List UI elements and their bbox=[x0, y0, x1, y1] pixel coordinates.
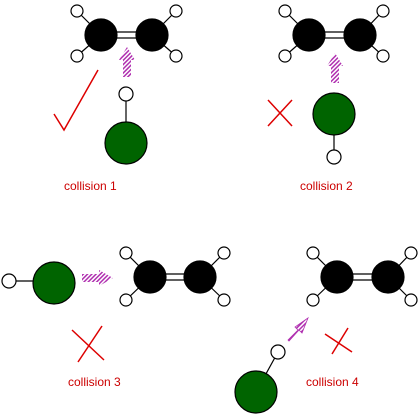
hcl-molecule bbox=[104, 86, 148, 165]
ethene-molecule bbox=[306, 246, 418, 307]
caption-collision-1: collision 1 bbox=[64, 179, 117, 193]
hcl-molecule bbox=[234, 344, 286, 414]
hydrogen-atom bbox=[306, 246, 320, 260]
panel-collision-3: collision 3 bbox=[1, 246, 231, 389]
hydrogen-atom bbox=[70, 4, 84, 18]
caption-collision-3: collision 3 bbox=[68, 375, 121, 389]
hydrogen-atom bbox=[404, 293, 418, 307]
carbon-atom bbox=[343, 18, 377, 52]
hydrogen-atom bbox=[278, 49, 292, 63]
hydrogen-atom bbox=[376, 4, 390, 18]
hydrogen-atom bbox=[217, 246, 231, 260]
caption-collision-4: collision 4 bbox=[306, 375, 359, 389]
hydrogen-atom bbox=[270, 344, 286, 360]
chlorine-atom bbox=[32, 261, 76, 305]
hydrogen-atom bbox=[278, 4, 292, 18]
hydrogen-atom bbox=[404, 246, 418, 260]
hydrogen-atom bbox=[1, 273, 17, 289]
cross-mark bbox=[267, 99, 293, 127]
panel-collision-1: collision 1 bbox=[53, 4, 183, 193]
chlorine-atom bbox=[234, 370, 278, 414]
hydrogen-atom bbox=[118, 86, 134, 102]
hydrogen-atom bbox=[306, 293, 320, 307]
check-mark bbox=[53, 69, 99, 132]
hydrogen-atom bbox=[119, 246, 133, 260]
chlorine-atom bbox=[104, 121, 148, 165]
carbon-atom bbox=[135, 18, 169, 52]
hydrogen-atom bbox=[169, 4, 183, 18]
cross-mark bbox=[71, 325, 105, 363]
panel-collision-4: collision 4 bbox=[234, 246, 418, 414]
ethene-molecule bbox=[278, 4, 390, 63]
hydrogen-atom bbox=[70, 49, 84, 63]
approach-arrow bbox=[82, 270, 113, 286]
approach-arrow bbox=[327, 53, 343, 83]
hcl-molecule bbox=[1, 261, 76, 305]
carbon-atom bbox=[84, 18, 118, 52]
approach-arrow bbox=[119, 47, 135, 77]
hydrogen-atom bbox=[119, 293, 133, 307]
caption-collision-2: collision 2 bbox=[300, 179, 353, 193]
hydrogen-atom bbox=[376, 49, 390, 63]
carbon-atom bbox=[183, 260, 217, 294]
hydrogen-atom bbox=[169, 49, 183, 63]
approach-arrow bbox=[287, 316, 309, 342]
carbon-atom bbox=[320, 260, 354, 294]
chlorine-atom bbox=[312, 92, 356, 136]
carbon-atom bbox=[133, 260, 167, 294]
hcl-molecule bbox=[312, 92, 356, 165]
cross-mark bbox=[324, 327, 353, 355]
panel-collision-2: collision 2 bbox=[267, 4, 390, 193]
carbon-atom bbox=[371, 260, 405, 294]
ethene-molecule bbox=[70, 4, 183, 63]
hydrogen-atom bbox=[217, 293, 231, 307]
ethene-molecule bbox=[119, 246, 231, 307]
carbon-atom bbox=[292, 18, 326, 52]
hydrogen-atom bbox=[326, 149, 342, 165]
